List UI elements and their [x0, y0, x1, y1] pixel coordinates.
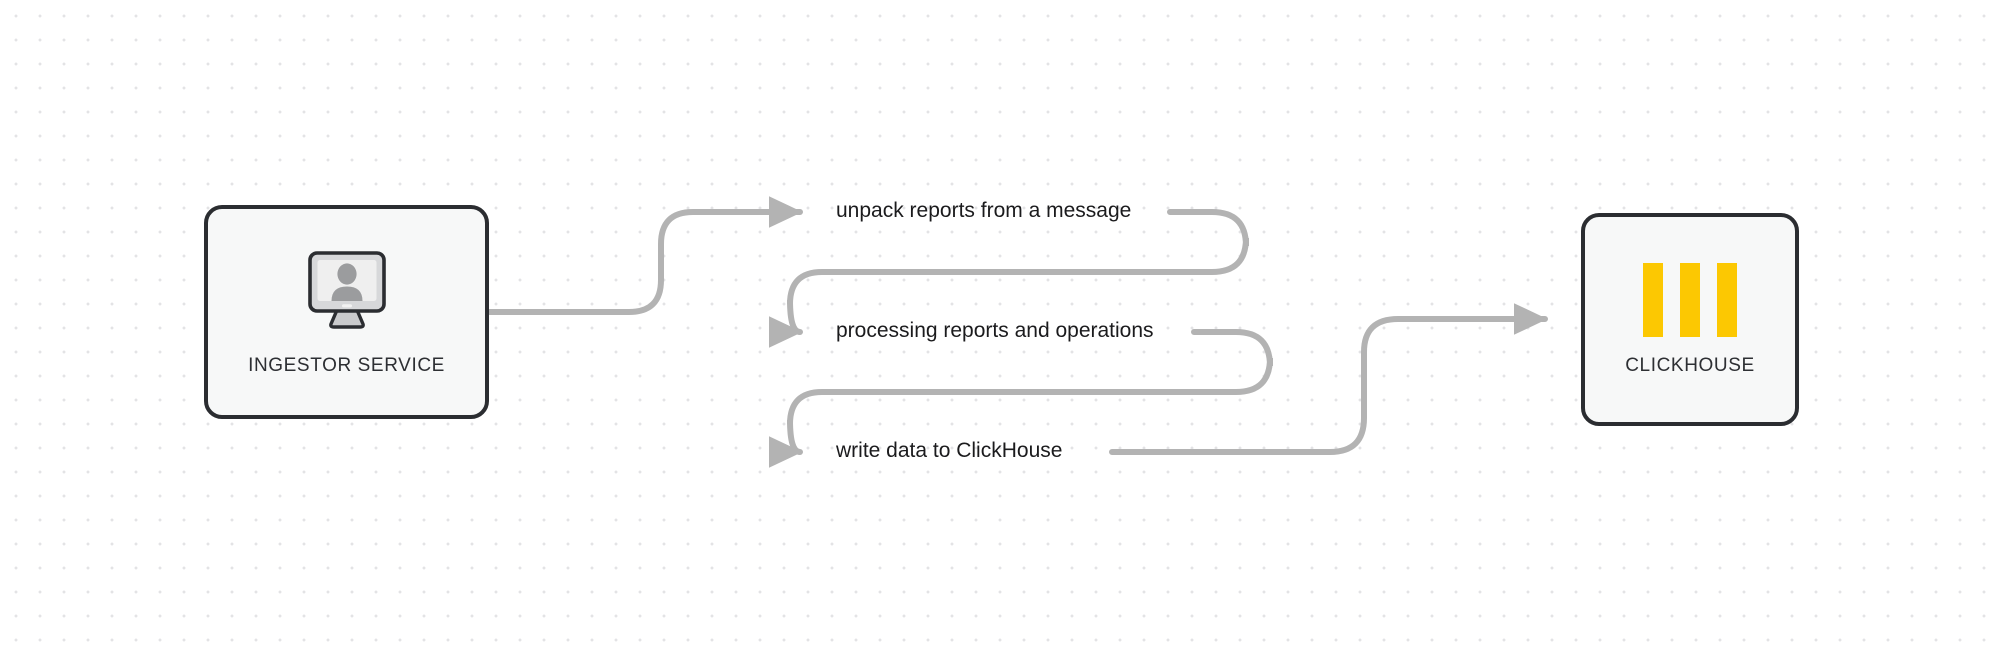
node-clickhouse[interactable]: CLICKHOUSE — [1581, 213, 1799, 426]
edge-ingestor-to-step1 — [486, 196, 803, 315]
edge-step3-to-clickhouse — [1109, 303, 1548, 455]
edge-step2-to-step3 — [768, 329, 1273, 468]
clickhouse-logo-icon — [1643, 262, 1737, 337]
edge-label-step-3: write data to ClickHouse — [836, 439, 1063, 462]
clickhouse-bar-2 — [1680, 262, 1700, 337]
edge-label-step-2: processing reports and operations — [836, 319, 1154, 342]
edge-label-step-1: unpack reports from a message — [836, 199, 1132, 222]
node-ingestor-service[interactable]: INGESTOR SERVICE — [204, 205, 489, 419]
node-clickhouse-label: CLICKHOUSE — [1625, 354, 1755, 376]
clickhouse-bar-3 — [1717, 262, 1737, 337]
edge-step1-to-step2 — [768, 209, 1249, 348]
monitor-user-icon — [301, 248, 393, 337]
clickhouse-bar-1 — [1643, 262, 1663, 337]
node-ingestor-service-label: INGESTOR SERVICE — [248, 354, 445, 376]
